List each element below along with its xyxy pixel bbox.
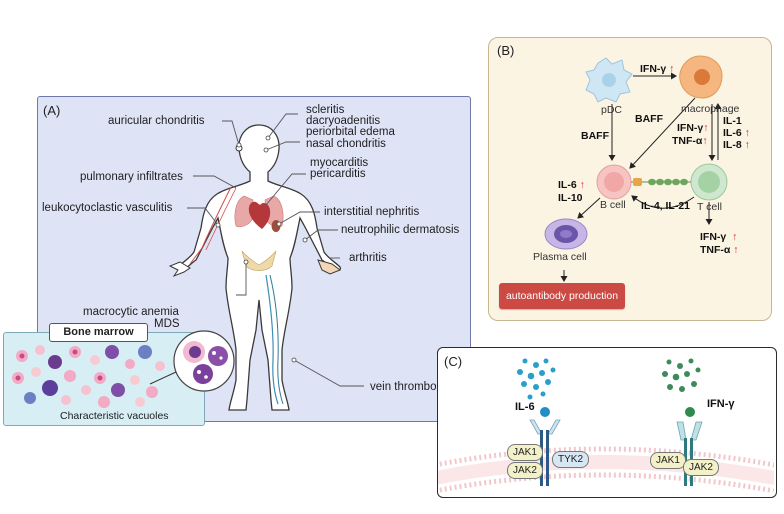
jak1-left: JAK1	[507, 444, 543, 461]
label-interstitial-nephritis: interstitial nephritis	[324, 206, 420, 218]
b-cell-label: B cell	[600, 199, 626, 211]
il6-receptor	[529, 419, 561, 435]
label-pulmonary-infiltrates: pulmonary infiltrates	[80, 171, 183, 183]
label-vein-thrombosis: vein thrombosis	[370, 381, 451, 393]
cytokine-il1: IL-1	[723, 115, 742, 127]
ifng-receptor	[676, 421, 703, 441]
ifng-ligand	[685, 407, 695, 417]
label-macrocytic-anemia: macrocytic anemia	[83, 306, 179, 318]
tyk2: TYK2	[552, 451, 590, 468]
cell-membrane	[438, 455, 774, 486]
cytokine-tnfa-bottom: TNF-α ↑	[700, 244, 739, 256]
cytokine-baff-1: BAFF	[581, 130, 609, 142]
label-scleritis: scleritis	[306, 104, 345, 116]
jak2-left: JAK2	[507, 462, 543, 479]
il6-dots	[517, 358, 556, 400]
label-pericarditis: pericarditis	[310, 168, 366, 180]
heart	[248, 201, 271, 229]
plasma-cell-label: Plasma cell	[533, 251, 587, 263]
panel-c-letter: (C)	[444, 354, 463, 369]
label-leukocytoclastic-vasculitis: leukocytoclastic vasculitis	[42, 202, 173, 214]
label-periorbital-edema: periorbital edema	[306, 126, 395, 138]
panel-a-letter: (A)	[43, 103, 61, 118]
cytokine-tnfa-mid: TNF-α↑	[672, 135, 708, 147]
cytokine-il6-right: IL-6 ↑	[723, 127, 750, 139]
jak2-right: JAK2	[683, 459, 719, 476]
pdc-label: pDC	[601, 104, 623, 116]
cytokine-il10: IL-10	[558, 192, 583, 204]
cytokine-il8: IL-8 ↑	[723, 139, 750, 151]
panel-b-letter: (B)	[497, 43, 515, 58]
t-cell-label: T cell	[697, 201, 722, 213]
cytokine-il4-il21: IL-4, IL-21	[641, 200, 691, 212]
pelvis	[241, 250, 277, 271]
jak1-right: JAK1	[650, 452, 686, 469]
left-hand	[168, 261, 191, 278]
bone-marrow-caption: Characteristic vacuoles	[60, 410, 169, 422]
autoantibody-production-box: autoantibody production	[499, 283, 625, 309]
label-mds: MDS	[154, 318, 180, 330]
il6-label: IL-6	[515, 401, 535, 413]
label-myocarditis: myocarditis	[310, 157, 369, 169]
ifng-dots	[662, 358, 701, 392]
arm-vessel	[189, 186, 232, 265]
cytokine-il6-left: IL-6 ↑	[558, 179, 585, 191]
label-neutrophilic-dermatosis: neutrophilic dermatosis	[341, 224, 460, 236]
label-dacryoadenitis: dacryoadenitis	[306, 115, 381, 127]
cytokine-ifng-mid: IFN-γ↑	[677, 122, 709, 134]
macrophage-label: macrophage	[681, 103, 740, 115]
il6-ligand	[540, 407, 550, 417]
cytokine-ifng-top: IFN-γ ↑	[640, 63, 675, 75]
leg-vein	[265, 274, 279, 405]
label-nasal-chondritis: nasal chondritis	[306, 138, 386, 150]
cytokine-baff-2: BAFF	[635, 113, 663, 125]
right-hand	[317, 259, 342, 275]
label-arthritis: arthritis	[349, 252, 387, 264]
ifng-label: IFN-γ	[707, 398, 735, 410]
bone-marrow-title: Bone marrow	[49, 323, 148, 342]
cytokine-ifng-bottom: IFN-γ ↑	[700, 231, 738, 243]
label-auricular-chondritis: auricular chondritis	[108, 115, 205, 127]
